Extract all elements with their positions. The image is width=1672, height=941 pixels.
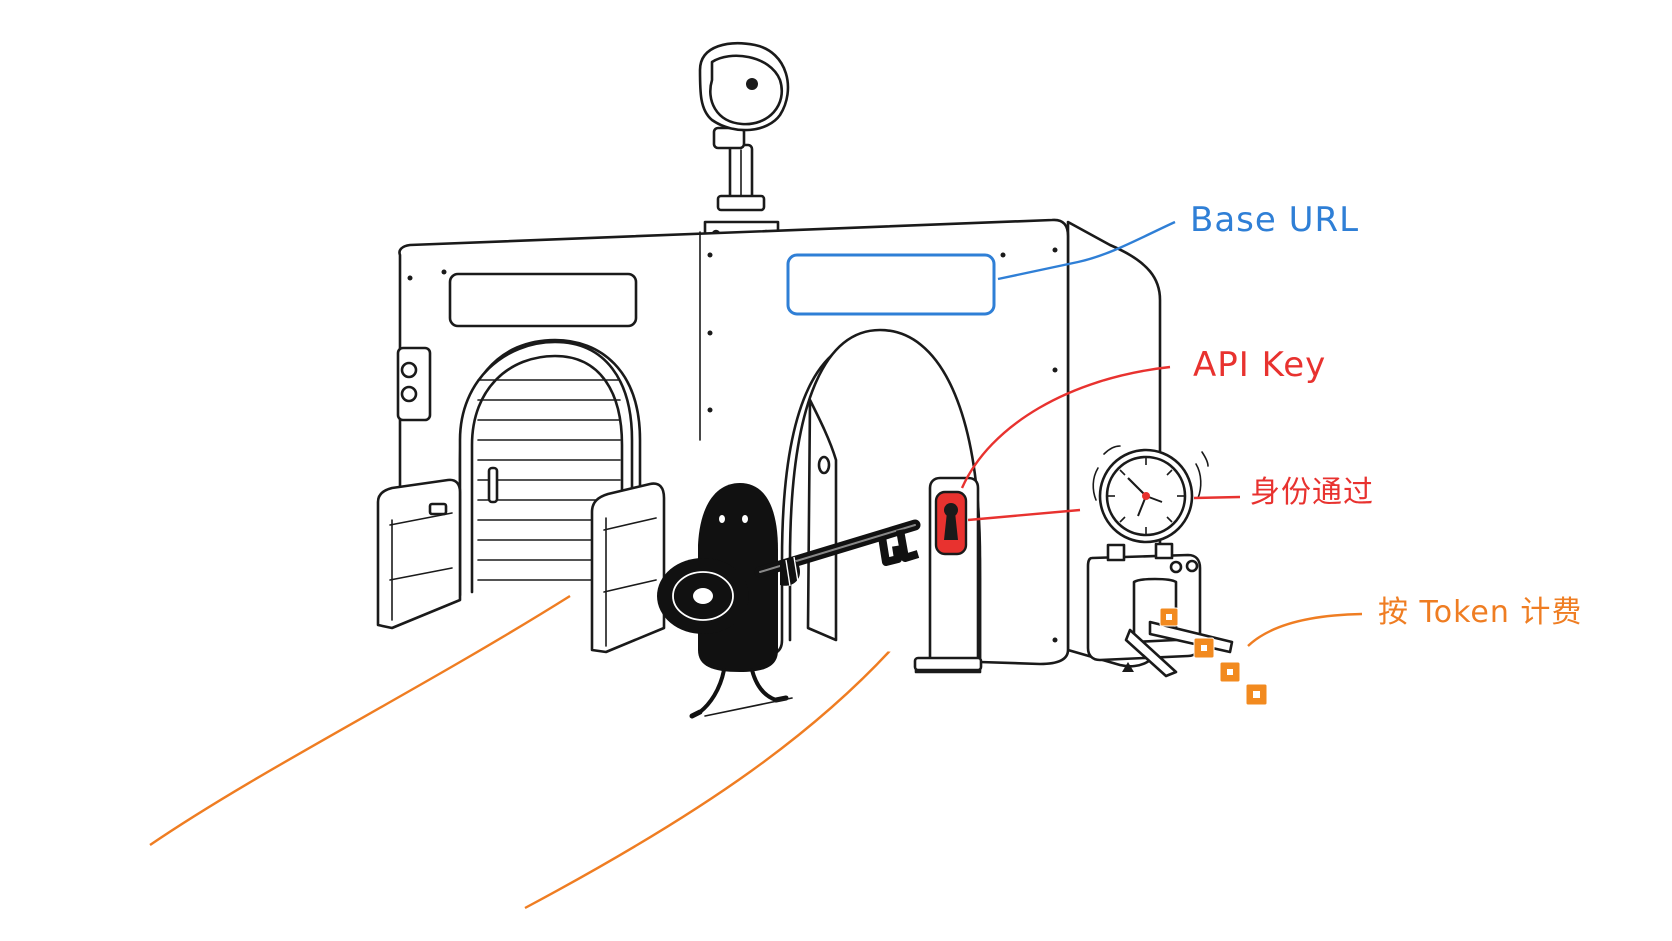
base-url-panel: [786, 253, 996, 316]
wall-switch-box: [396, 346, 432, 422]
base-url-leader: [997, 220, 1176, 281]
key-icon: [657, 519, 921, 634]
left-archway: [458, 340, 634, 597]
key-post: [913, 476, 983, 672]
token-cubes: [1159, 607, 1268, 706]
auth-pass-leader: [967, 508, 1081, 522]
api-key-label: API Key: [1193, 345, 1327, 385]
left-sign-panel: [448, 272, 638, 328]
road-line-right: [524, 609, 926, 910]
billing-machine: [1086, 445, 1234, 678]
cube-icon: [1193, 637, 1215, 659]
token-billing-label: 按 Token 计费: [1378, 595, 1583, 630]
api-key-leader: [960, 365, 1171, 489]
cube-icon: [1219, 661, 1241, 683]
auth-pass-label: 身份通过: [1250, 475, 1374, 510]
cube-icon: [1159, 607, 1179, 627]
token-billing-leader: [1247, 612, 1363, 647]
auth-pass-leader-2: [1193, 495, 1241, 500]
cube-icon: [1245, 683, 1268, 706]
road-lines: [149, 594, 926, 910]
turnstile-left: [376, 478, 462, 630]
turnstile-right: [590, 482, 666, 654]
base-url-label: Base URL: [1190, 200, 1360, 240]
keyhole-icon: [934, 490, 968, 556]
security-camera-icon: [698, 41, 790, 246]
road-line-left: [149, 594, 571, 846]
gauge-icon: [1092, 445, 1209, 544]
gateway-building: [396, 218, 1162, 674]
